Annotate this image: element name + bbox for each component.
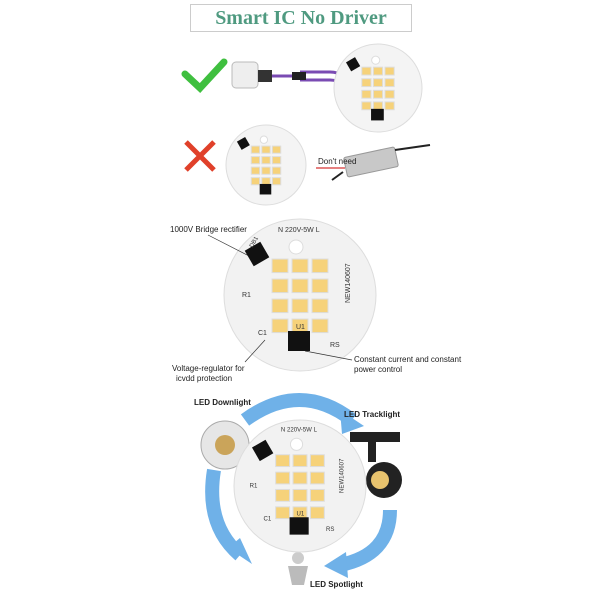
board-marking: NEW140607 [345,263,352,303]
led-chip [372,101,384,111]
spotlight-image [288,552,308,585]
driver-ic [289,517,309,535]
led-chip [250,156,261,165]
led-chip [309,454,325,468]
led-chip [271,278,289,294]
led-board-small-2-components [236,135,282,195]
board-marking: RS [330,342,340,349]
led-board-small-1-components [345,55,395,121]
led-chip [291,258,309,274]
led-chip [250,177,261,186]
driver-box [343,146,399,178]
led-chip [311,258,329,274]
dont-need-label: Don't need [318,157,357,166]
bridge-rectifier [251,439,274,462]
driver-ic [259,183,272,195]
led-chip [384,78,395,88]
led-chip [275,506,291,520]
board-marking: U1 [297,512,305,518]
led-chip [384,101,395,111]
led-chip [271,166,282,175]
led-chip [309,471,325,485]
led-chip [250,145,261,154]
arrow-right [338,509,397,572]
led-chip [372,66,384,76]
led-chip [291,298,309,314]
led-chip [271,298,289,314]
bridge-rectifier [244,241,270,267]
led-chip [361,66,372,76]
downlight-image [200,420,250,470]
bridge-rectifier [236,136,250,150]
board-marking: R1 [242,292,251,299]
led-chip [275,454,291,468]
led-chip [311,278,329,294]
led-chip [271,156,282,165]
spotlight-label: LED Spotlight [310,580,363,589]
led-chip [309,488,325,502]
board-marking: N 220V-5W L [281,427,318,433]
board-marking: C1 [264,517,272,523]
led-chip [275,471,291,485]
mounting-hole [288,239,304,255]
control-callout-line2: power control [354,365,403,374]
led-chip [250,166,261,175]
led-chip [292,488,308,502]
plug [258,70,272,82]
board-marking: RS [326,527,334,533]
board-marking: NEW140607 [339,458,345,493]
led-chip [261,156,271,165]
led-chip [309,506,325,520]
tracklight-label: LED Tracklight [344,410,401,419]
led-chip [311,298,329,314]
led-chip [361,101,372,111]
title: Smart IC No Driver [190,4,412,32]
led-chip [372,78,384,88]
driver-ic [371,108,384,121]
led-chip [292,471,308,485]
led-chip [261,177,271,186]
board-marking: R1 [250,484,258,490]
tracklight-image [350,432,402,498]
led-chip [292,454,308,468]
board-marking: N 220V-5W L [278,227,320,234]
wall-socket [231,61,259,89]
led-chip [271,145,282,154]
led-chip [291,278,309,294]
control-callout-line1: Constant current and constant [354,355,462,364]
rectifier-callout: 1000V Bridge rectifier [170,225,247,234]
regulator-callout-line2: icvdd protection [176,374,233,383]
led-chip [261,145,271,154]
led-chip [384,89,395,99]
bridge-rectifier [345,57,361,72]
board-marking: U1 [296,324,305,331]
arrow-top [240,393,357,426]
led-chip [261,166,271,175]
driver-ic [288,331,310,351]
board-marking: C1 [258,330,267,337]
led-chip [311,318,329,334]
led-chip [275,488,291,502]
led-chip [361,89,372,99]
led-chip [271,318,289,334]
led-chip [271,258,289,274]
mounting-hole [289,437,304,451]
led-chip [372,89,384,99]
led-chip [271,177,282,186]
mounting-hole [371,55,381,65]
mounting-hole [259,135,269,144]
led-chip [361,78,372,88]
downlight-label: LED Downlight [194,398,251,407]
led-chip [384,66,395,76]
regulator-callout-line1: Voltage-regulator for [172,364,245,373]
check-icon [181,58,228,93]
cross-icon [184,140,216,172]
